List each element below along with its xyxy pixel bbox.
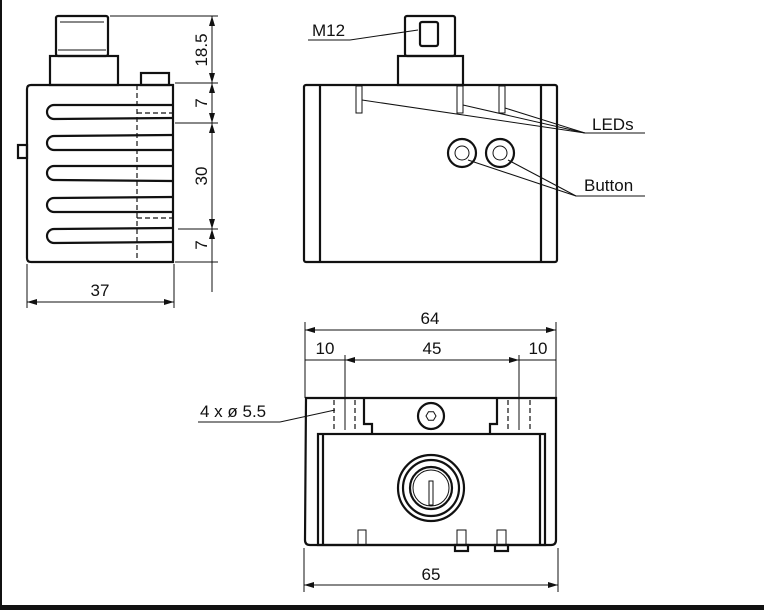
housing-front: [316, 432, 547, 547]
dim-side-width: 37: [91, 281, 110, 300]
dim-left-margin: 10: [316, 339, 335, 358]
housing-body: [302, 83, 559, 264]
connector-socket: [396, 453, 466, 523]
front-view: M12 LEDs Button: [302, 14, 645, 264]
connector-nut: [48, 54, 120, 87]
label-button: Button: [584, 176, 633, 195]
dim-overall-hole-width: 64: [421, 309, 440, 328]
led-pins: [355, 85, 506, 114]
housing-body: [25, 83, 175, 264]
label-leds: LEDs: [592, 115, 634, 134]
side-view: 18.5 7 30 7 37: [16, 14, 218, 308]
label-connector: M12: [312, 21, 345, 40]
dim-base-width: 65: [422, 565, 441, 584]
bottom-view: 64 10 45 10 4 x ø 5.5 65: [198, 309, 559, 592]
side-stub: [16, 143, 29, 160]
dim-top-offset: 7: [192, 98, 211, 107]
dim-right-margin: 10: [529, 339, 548, 358]
housing-outline: [303, 396, 558, 547]
cooling-fins: [45, 103, 173, 245]
button-circles: [446, 137, 516, 169]
dim-connector-height: 18.5: [192, 33, 211, 66]
dim-middle-height: 30: [192, 167, 211, 186]
hex-screw: [416, 401, 446, 431]
connector-nut: [396, 54, 465, 87]
dim-bottom-offset: 7: [192, 240, 211, 249]
dim-hole-spacing: 45: [423, 339, 442, 358]
button-cap: [139, 71, 171, 87]
mounting-holes: [333, 400, 531, 432]
label-holes: 4 x ø 5.5: [200, 402, 266, 421]
